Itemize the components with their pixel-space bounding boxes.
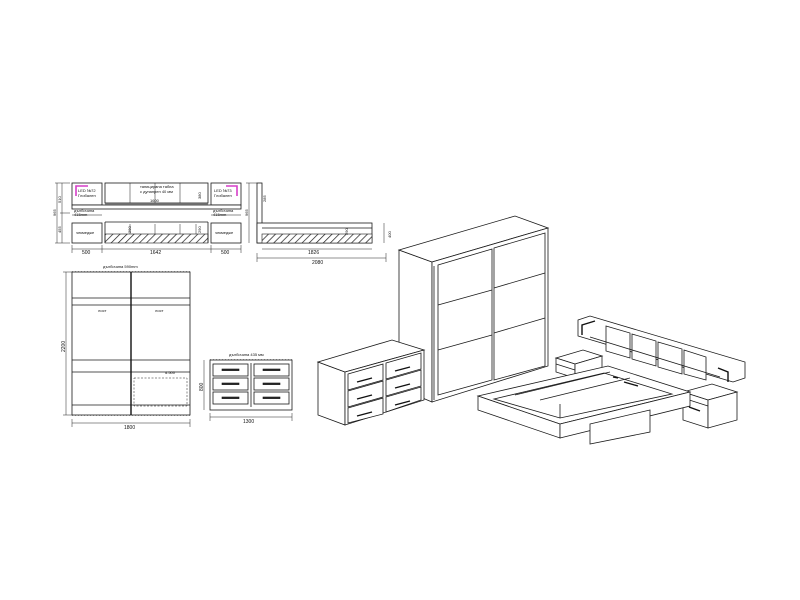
led-left-line1: LED №72 bbox=[78, 188, 96, 193]
led-left-line2: Глобален bbox=[78, 193, 96, 198]
dresser-height: 800 bbox=[199, 382, 205, 391]
wardrobe-height: 2200 bbox=[61, 341, 67, 352]
depth-right-line1: дълбочина bbox=[213, 208, 234, 213]
wardrobe-shelf-depth: d.500 bbox=[165, 370, 176, 375]
wardrobe-depth-note: дълбочина 590mm bbox=[103, 264, 138, 269]
side-dim-length-inner: 1826 bbox=[308, 250, 319, 256]
drawer-right-label: чекмедже bbox=[215, 230, 234, 235]
bed-front-elevation: LED №72 Глобален тапицирана табла с дуна… bbox=[52, 182, 242, 256]
side-dim-length-total: 2080 bbox=[312, 260, 323, 266]
dim-upper-height: 510 bbox=[57, 196, 62, 203]
left-nightstand bbox=[71, 222, 103, 244]
dresser-width: 1300 bbox=[243, 419, 254, 425]
dim-lower-height: 455 bbox=[57, 226, 62, 233]
right-nightstand bbox=[210, 222, 242, 244]
side-dim-overall-height: 965 bbox=[244, 209, 249, 216]
dim-overall-height: 965 bbox=[52, 209, 57, 216]
depth-right-line2: 415mm bbox=[213, 212, 227, 217]
wardrobe-inner-shelf bbox=[133, 377, 188, 407]
side-dim-side-height: 400 bbox=[387, 231, 392, 238]
dim-left-width: 500 bbox=[82, 250, 91, 256]
drawer-left-label: чекмедже bbox=[76, 230, 95, 235]
bed-base-hatch bbox=[104, 233, 209, 244]
led-strip-right bbox=[226, 185, 238, 196]
bed-3d bbox=[476, 315, 746, 445]
wardrobe-front-elevation: дълбочина 590mm лост лост d.500 2200 180… bbox=[61, 264, 191, 431]
wardrobe-width: 1800 bbox=[124, 425, 135, 431]
depth-left-line2: 415mm bbox=[74, 212, 88, 217]
dresser-depth-note: дълбочина 435 мм bbox=[229, 352, 264, 357]
dresser-front-elevation: дълбочина 435 мм 800 1300 bbox=[199, 352, 293, 425]
led-right-line1: LED №73 bbox=[214, 188, 232, 193]
dim-right-width: 500 bbox=[221, 250, 230, 256]
headboard-note-line2: с дунапрен 40 мм bbox=[140, 189, 173, 194]
depth-left-line1: дълбочина bbox=[74, 208, 95, 213]
led-strip-left bbox=[75, 185, 88, 196]
headboard-note-line1: тапицирана табла bbox=[140, 184, 174, 189]
wardrobe-left-rod-label: лост bbox=[98, 308, 107, 313]
headboard-panel bbox=[104, 182, 209, 204]
dresser-3d bbox=[316, 339, 426, 426]
led-right-line2: Глобален bbox=[214, 193, 232, 198]
side-dim-top-height: 285 bbox=[262, 195, 267, 202]
dim-base-height-inner: 290 bbox=[127, 226, 132, 233]
side-dim-inner-height: 290 bbox=[344, 228, 349, 235]
shelf-bar bbox=[71, 204, 242, 210]
dim-headboard-width: 1600 bbox=[150, 198, 160, 203]
wardrobe-right-rod-label: лост bbox=[155, 308, 164, 313]
bed-side-elevation: 965 285 290 400 1826 2080 bbox=[244, 182, 392, 266]
dim-base-height: 290 bbox=[197, 226, 202, 233]
dim-panel-height: 380 bbox=[197, 192, 202, 199]
wardrobe-3d bbox=[397, 215, 550, 403]
side-base-hatch bbox=[261, 233, 373, 244]
dim-bed-width: 1642 bbox=[150, 250, 161, 256]
